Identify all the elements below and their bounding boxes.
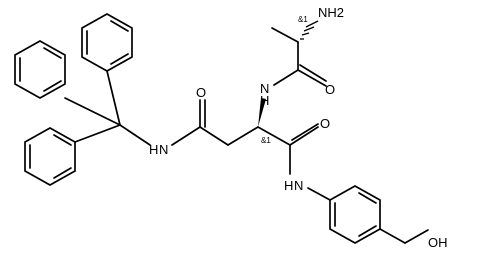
atom-o-right: O	[320, 116, 330, 131]
ala-residue	[271, 20, 327, 87]
atom-o-left: O	[196, 85, 206, 100]
atom-nh-amide: N	[294, 178, 303, 193]
phenyl-ring-left-lower	[24, 127, 76, 186]
atom-nh-upper-h: H	[260, 93, 269, 108]
atom-o-top: O	[325, 82, 335, 97]
aniline-link	[307, 187, 331, 201]
atom-nh-trityl-h: H	[149, 142, 158, 157]
phenyl-ring-aniline	[329, 185, 381, 244]
phenyl-ring-left-upper	[14, 40, 66, 99]
atom-oh: OH	[428, 235, 448, 250]
atom-nh2: NH2	[318, 5, 344, 20]
atom-nh-upper: N	[260, 81, 269, 96]
trityl-bonds	[64, 70, 151, 146]
stereo-label-top: &1	[298, 15, 308, 24]
asn-side-chain	[171, 99, 259, 146]
atom-nh-trityl: N	[159, 142, 168, 157]
phenyl-ring-top	[81, 13, 133, 72]
stereo-label-mid: &1	[261, 136, 271, 145]
hydroxymethyl	[379, 228, 429, 244]
alpha-carbon-mid	[257, 98, 319, 175]
atom-nh-amide-h: H	[284, 178, 293, 193]
